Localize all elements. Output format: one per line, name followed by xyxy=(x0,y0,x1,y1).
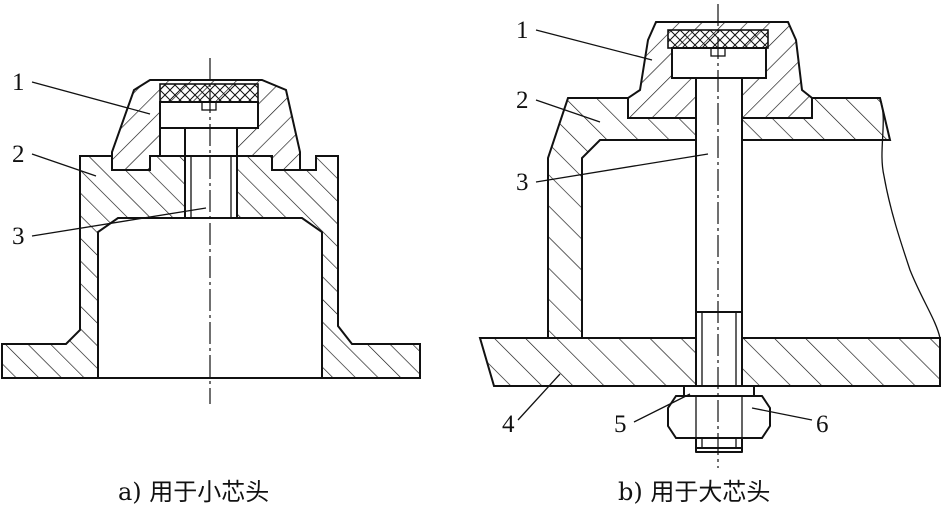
part-6-nut-b xyxy=(667,395,771,439)
leader-4-b xyxy=(517,373,561,421)
part-3-thread-a xyxy=(184,155,238,219)
leader-5-b xyxy=(633,393,691,423)
part-5-washer-b xyxy=(683,385,755,397)
leader-1-a xyxy=(31,81,151,115)
slot-a xyxy=(201,101,217,111)
leader-3-b xyxy=(535,153,709,183)
caption-a: a) 用于小芯头 xyxy=(118,478,269,506)
part-3-shank-a xyxy=(184,127,238,157)
label-a-3: 3 xyxy=(12,223,25,250)
label-b-3: 3 xyxy=(516,169,529,196)
part-3-head-a xyxy=(159,101,259,129)
figure-a: 1 2 3 a) 用于小芯头 xyxy=(1,58,421,506)
figure-b: 1 2 3 4 5 6 b) 用于大芯头 xyxy=(478,4,941,506)
label-b-4: 4 xyxy=(502,411,515,438)
insert-a xyxy=(159,83,259,103)
label-b-6: 6 xyxy=(816,411,829,438)
label-b-5: 5 xyxy=(614,411,627,438)
label-a-1: 1 xyxy=(12,69,25,96)
leader-6-b xyxy=(751,407,813,421)
break-line-b xyxy=(879,97,941,339)
leader-2-a xyxy=(31,153,97,177)
part-3-head-b xyxy=(671,47,767,79)
leader-3-a xyxy=(31,207,207,237)
part-3-bolt-b xyxy=(695,77,743,313)
label-a-2: 2 xyxy=(12,141,25,168)
label-b-1: 1 xyxy=(516,17,529,44)
leader-1-b xyxy=(535,29,653,61)
leader-2-b xyxy=(535,99,601,123)
caption-b: b) 用于大芯头 xyxy=(618,478,770,506)
label-b-2: 2 xyxy=(516,87,529,114)
